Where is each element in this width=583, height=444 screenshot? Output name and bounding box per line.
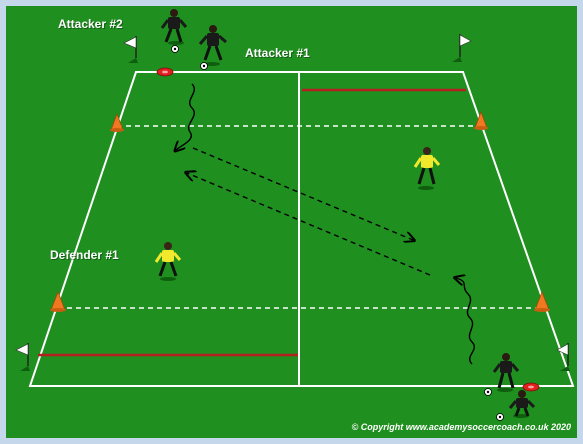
corner-flag-icon <box>452 34 471 62</box>
pass-arrow <box>187 173 430 275</box>
attacker-1-label: Attacker #1 <box>245 46 310 60</box>
soccer-ball-icon <box>497 414 504 421</box>
defender-1-label: Defender #1 <box>50 248 119 262</box>
soccer-ball-icon <box>172 46 179 53</box>
marker-disc-icon <box>157 68 173 76</box>
defender-player <box>415 147 439 190</box>
corner-flag-icon <box>124 36 138 63</box>
pitch-boundary <box>30 72 573 386</box>
defender-1-player <box>156 242 180 281</box>
attacker-1-player <box>200 25 226 66</box>
cone-icon <box>50 292 66 312</box>
cone-icon <box>474 112 488 130</box>
copyright-notice: © Copyright www.academysoccercoach.co.uk… <box>352 422 571 432</box>
pass-arrow <box>193 148 413 240</box>
corner-flag-icon <box>16 343 30 371</box>
dribble-path <box>176 84 194 150</box>
marker-disc-icon <box>523 383 539 391</box>
cone-icon <box>534 292 550 312</box>
attacker-player <box>510 390 534 418</box>
attacker-2-player <box>162 9 186 45</box>
soccer-ball-icon <box>485 389 492 396</box>
soccer-ball-icon <box>201 63 208 70</box>
attacker-2-label: Attacker #2 <box>58 17 123 31</box>
dribble-path <box>456 278 474 364</box>
